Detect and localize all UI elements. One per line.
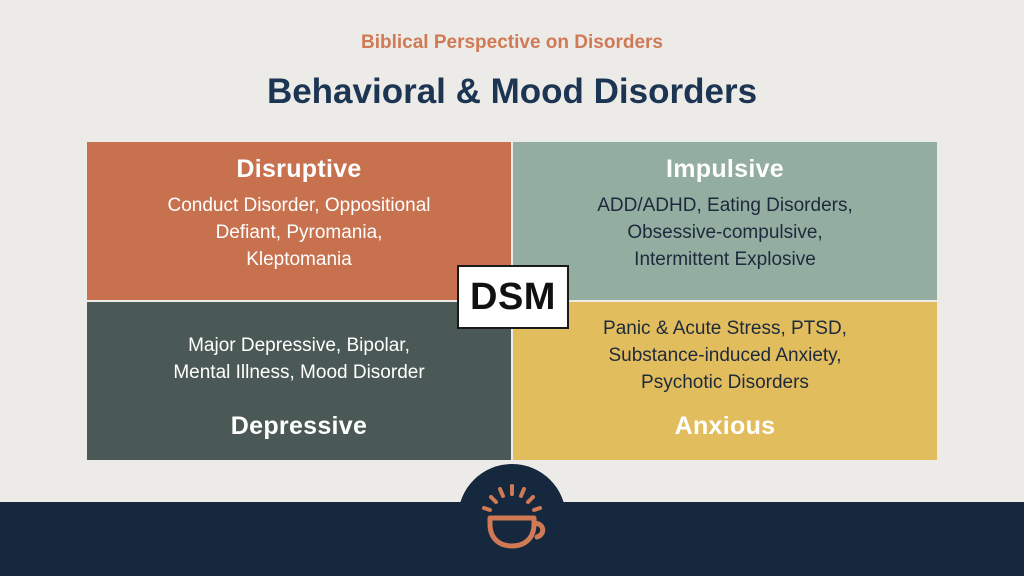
description-line: Conduct Disorder, Oppositional xyxy=(167,195,431,216)
quadrant-heading: Depressive xyxy=(230,412,368,440)
quadrant-description: Conduct Disorder, Oppositional Defiant, … xyxy=(87,192,511,273)
quadrant-heading: Impulsive xyxy=(665,155,785,183)
quadrant-description: ADD/ADHD, Eating Disorders, Obsessive-co… xyxy=(513,192,937,273)
quadrant-heading: Anxious xyxy=(674,412,776,440)
description-line: Psychotic Disorders xyxy=(641,372,809,393)
quadrant-impulsive: Impulsive ADD/ADHD, Eating Disorders, Ob… xyxy=(513,142,937,300)
description-line: Obsessive-compulsive, xyxy=(627,222,823,243)
dsm-center-label: DSM xyxy=(457,265,569,329)
slide-title: Behavioral & Mood Disorders xyxy=(266,72,758,111)
description-line: ADD/ADHD, Eating Disorders, xyxy=(597,195,853,216)
description-line: Kleptomania xyxy=(246,249,352,270)
quadrant-depressive: Major Depressive, Bipolar, Mental Illnes… xyxy=(87,302,511,460)
description-line: Mental Illness, Mood Disorder xyxy=(173,362,425,383)
coffee-cup-sunrise-icon xyxy=(482,484,546,549)
description-line: Defiant, Pyromania, xyxy=(215,222,383,243)
description-line: Substance-induced Anxiety, xyxy=(608,345,842,366)
quadrant-description: Major Depressive, Bipolar, Mental Illnes… xyxy=(87,332,511,386)
quadrant-anxious: Panic & Acute Stress, PTSD, Substance-in… xyxy=(513,302,937,460)
slide-subtitle: Biblical Perspective on Disorders xyxy=(360,32,663,53)
quadrant-description: Panic & Acute Stress, PTSD, Substance-in… xyxy=(513,315,937,396)
quadrant-heading: Disruptive xyxy=(236,155,362,183)
description-line: Major Depressive, Bipolar, xyxy=(188,335,410,356)
quadrant-disruptive: Disruptive Conduct Disorder, Oppositiona… xyxy=(87,142,511,300)
description-line: Panic & Acute Stress, PTSD, xyxy=(603,318,847,339)
description-line: Intermittent Explosive xyxy=(634,249,816,270)
